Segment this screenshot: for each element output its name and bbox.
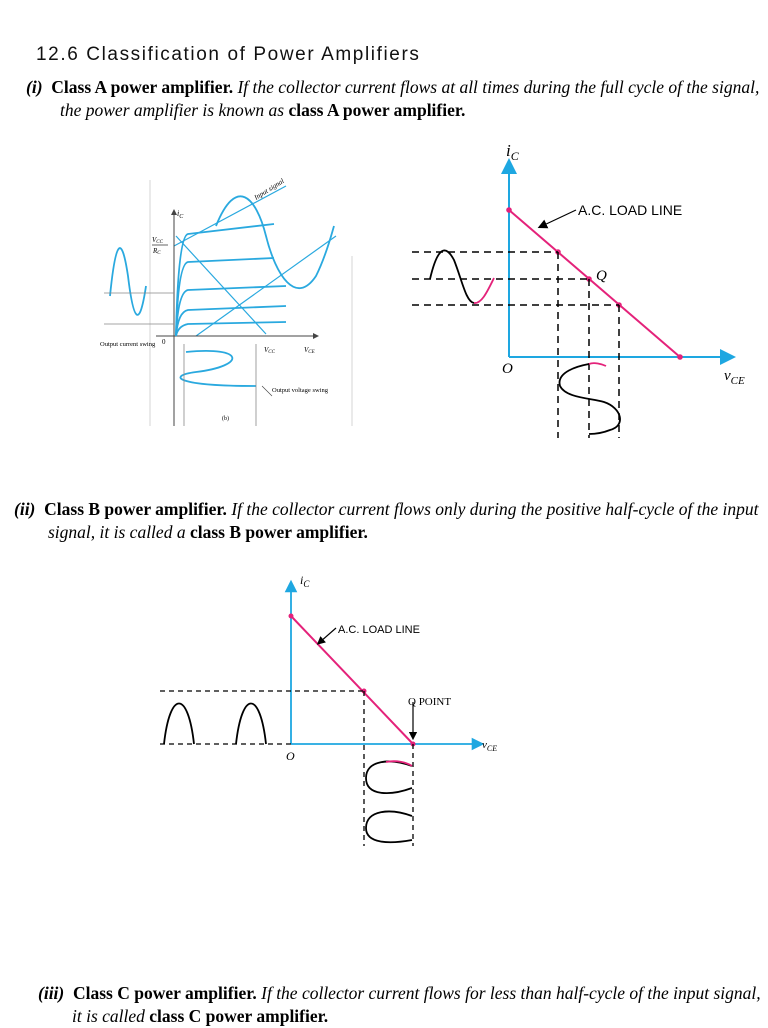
class-a-paragraph: (i) Class A power amplifier. If the coll…: [26, 76, 766, 122]
origin-label: 0: [162, 338, 166, 346]
class-b-definition: If the collector current flows only duri…: [48, 499, 759, 542]
vce-axis-label: vCE: [482, 739, 497, 753]
characteristic-curves: [175, 223, 287, 337]
output-half-waves: [365, 760, 413, 844]
ic-label: iC: [506, 141, 520, 163]
output-voltage-swing: [179, 350, 257, 387]
vce-axis-label: VCE: [304, 346, 315, 355]
load-line: [508, 209, 681, 358]
class-a-emphasis: class A power amplifier.: [288, 100, 466, 120]
class-c-definition: If the collector current flows for less …: [72, 983, 761, 1026]
class-c-term: Class C power amplifier.: [73, 983, 257, 1003]
origin-label: O: [286, 749, 295, 763]
class-c-paragraph: (iii) Class C power amplifier. If the co…: [38, 982, 763, 1028]
input-current-wave: [429, 249, 475, 304]
class-a-number: (i): [26, 77, 43, 97]
load-line-label: A.C. LOAD LINE: [338, 624, 420, 636]
class-c-emphasis: class C power amplifier.: [149, 1006, 329, 1026]
half-wave-pulses: [163, 702, 267, 745]
vcc-axis-label: VCC: [264, 346, 276, 355]
class-a-term: Class A power amplifier.: [51, 77, 234, 97]
load-line-label: A.C. LOAD LINE: [578, 202, 682, 218]
vcc-over-rc-num: VCC: [152, 236, 164, 245]
class-b-term: Class B power amplifier.: [44, 499, 227, 519]
origin-label: O: [502, 361, 513, 377]
output-current-swing-label: Output current swing: [100, 341, 156, 348]
output-voltage-wave-head: [588, 362, 607, 367]
class-b-paragraph: (ii) Class B power amplifier. If the col…: [14, 498, 764, 544]
q-point-label: Q POINT: [408, 696, 451, 708]
vce-axis-label: vCE: [724, 368, 745, 387]
load-line: [290, 615, 414, 745]
class-b-number: (ii): [14, 499, 36, 519]
section-heading: 12.6 Classification of Power Amplifiers: [36, 44, 421, 65]
input-signal-wave: [215, 195, 335, 290]
class-c-number: (iii): [38, 983, 65, 1003]
input-current-wave-tail: [473, 277, 495, 304]
class-a-load-line-figure: iC A.C. LOAD LINE Q O vCE: [412, 141, 745, 438]
class-a-definition: If the collector current flows at all ti…: [60, 77, 760, 120]
output-current-swing: [109, 247, 147, 316]
input-signal-label: Input signal: [252, 177, 286, 202]
output-voltage-wave: [558, 363, 621, 435]
q-point-label: Q: [596, 268, 607, 284]
vcc-over-rc-den: RC: [152, 247, 161, 256]
output-voltage-swing-label: Output voltage swing: [272, 387, 329, 394]
class-a-characteristics-figure: iC VCC RC Input signal Output current sw…: [100, 177, 353, 426]
class-b-emphasis: class B power amplifier.: [189, 522, 368, 542]
figure-caption: (b): [222, 415, 229, 422]
ic-label: iC: [300, 573, 310, 589]
ic-label: iC: [177, 209, 184, 220]
class-b-load-line-figure: iC A.C. LOAD LINE Q POINT O vCE: [160, 573, 497, 846]
